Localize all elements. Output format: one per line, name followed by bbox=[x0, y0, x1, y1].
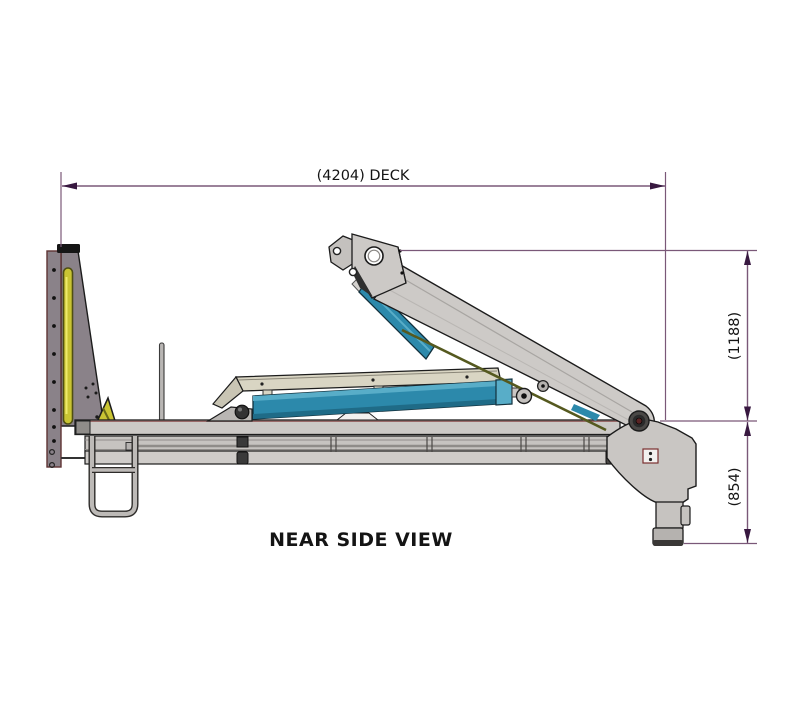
step-ladder bbox=[88, 436, 139, 518]
deck-pin-rod bbox=[158, 342, 165, 426]
rear-body-plate-label bbox=[642, 448, 659, 464]
trunnion-highlight bbox=[238, 407, 242, 412]
arm-dim-arrow-top bbox=[744, 251, 751, 265]
head-shadow bbox=[352, 266, 373, 297]
headboard-post bbox=[46, 250, 62, 468]
rail-notch bbox=[335, 412, 380, 421]
frame-lower-band bbox=[84, 450, 619, 465]
clevis-pin bbox=[521, 393, 527, 399]
rear-roller-rim bbox=[653, 540, 683, 546]
lift-cylinder-hose bbox=[401, 328, 607, 432]
arm-edge-line bbox=[385, 287, 637, 425]
headboard-hole bbox=[48, 462, 55, 469]
ear-hole bbox=[348, 267, 358, 277]
head-junction-line bbox=[397, 246, 407, 284]
headboard-top-cap bbox=[57, 244, 80, 253]
frame-bracket bbox=[236, 451, 249, 465]
slide-cylinder-shadow bbox=[253, 399, 498, 419]
ear-hole bbox=[332, 246, 342, 256]
deck-dim-arrow-left bbox=[62, 182, 77, 190]
frame-bracket bbox=[236, 436, 249, 448]
headboard bbox=[46, 244, 105, 469]
rear-dim-arrow-top bbox=[744, 422, 751, 436]
rear-pivot-body bbox=[606, 410, 697, 546]
headboard-hole bbox=[48, 449, 55, 456]
arm-dim-arrow-bottom bbox=[744, 406, 751, 421]
cylinder-rear-trunnion bbox=[234, 404, 250, 420]
arm-edge-highlight bbox=[403, 278, 633, 413]
deck-beam-left-flap bbox=[212, 375, 244, 409]
gusset-rivets bbox=[84, 382, 99, 419]
step-tube bbox=[89, 436, 138, 517]
arm-boss-pin bbox=[541, 384, 545, 388]
dimension-height-arm: (1188) bbox=[400, 249, 757, 422]
deck-dim-arrow-right bbox=[650, 182, 665, 190]
head-block bbox=[351, 233, 407, 299]
rear-dim-arrow-bottom bbox=[744, 529, 751, 543]
arm-head-bracket bbox=[328, 233, 407, 299]
dimension-height-rear: (854) bbox=[684, 422, 757, 545]
slide-cylinder-gland bbox=[495, 378, 513, 406]
dimension-deck-length: (4204) DECK bbox=[60, 168, 667, 420]
deck-dim-label: (4204) DECK bbox=[317, 168, 410, 184]
arm-pivot-center bbox=[635, 417, 643, 425]
rear-leg bbox=[655, 501, 684, 529]
plate-dot bbox=[648, 457, 653, 462]
crossmember-ticks bbox=[330, 437, 590, 452]
headboard-bolts bbox=[52, 268, 56, 443]
view-title: NEAR SIDE VIEW bbox=[269, 529, 453, 551]
rear-dim-label: (854) bbox=[727, 468, 743, 507]
head-rivet bbox=[400, 271, 404, 275]
hook-pin-hole-ring bbox=[367, 249, 381, 263]
plate-dot bbox=[648, 451, 653, 456]
rear-leg-tab bbox=[680, 505, 691, 526]
chassis-frame bbox=[74, 412, 622, 465]
cylinder-sliver bbox=[571, 404, 600, 421]
deck-rail-end-block bbox=[75, 420, 91, 435]
arm-dim-label: (1188) bbox=[727, 312, 743, 360]
deck-beam-top-line bbox=[237, 370, 498, 381]
headboard-yellow-slot bbox=[62, 267, 74, 425]
deck-rail bbox=[74, 419, 621, 436]
slide-cylinder bbox=[252, 378, 520, 420]
slide-cylinder-highlight bbox=[253, 381, 498, 401]
